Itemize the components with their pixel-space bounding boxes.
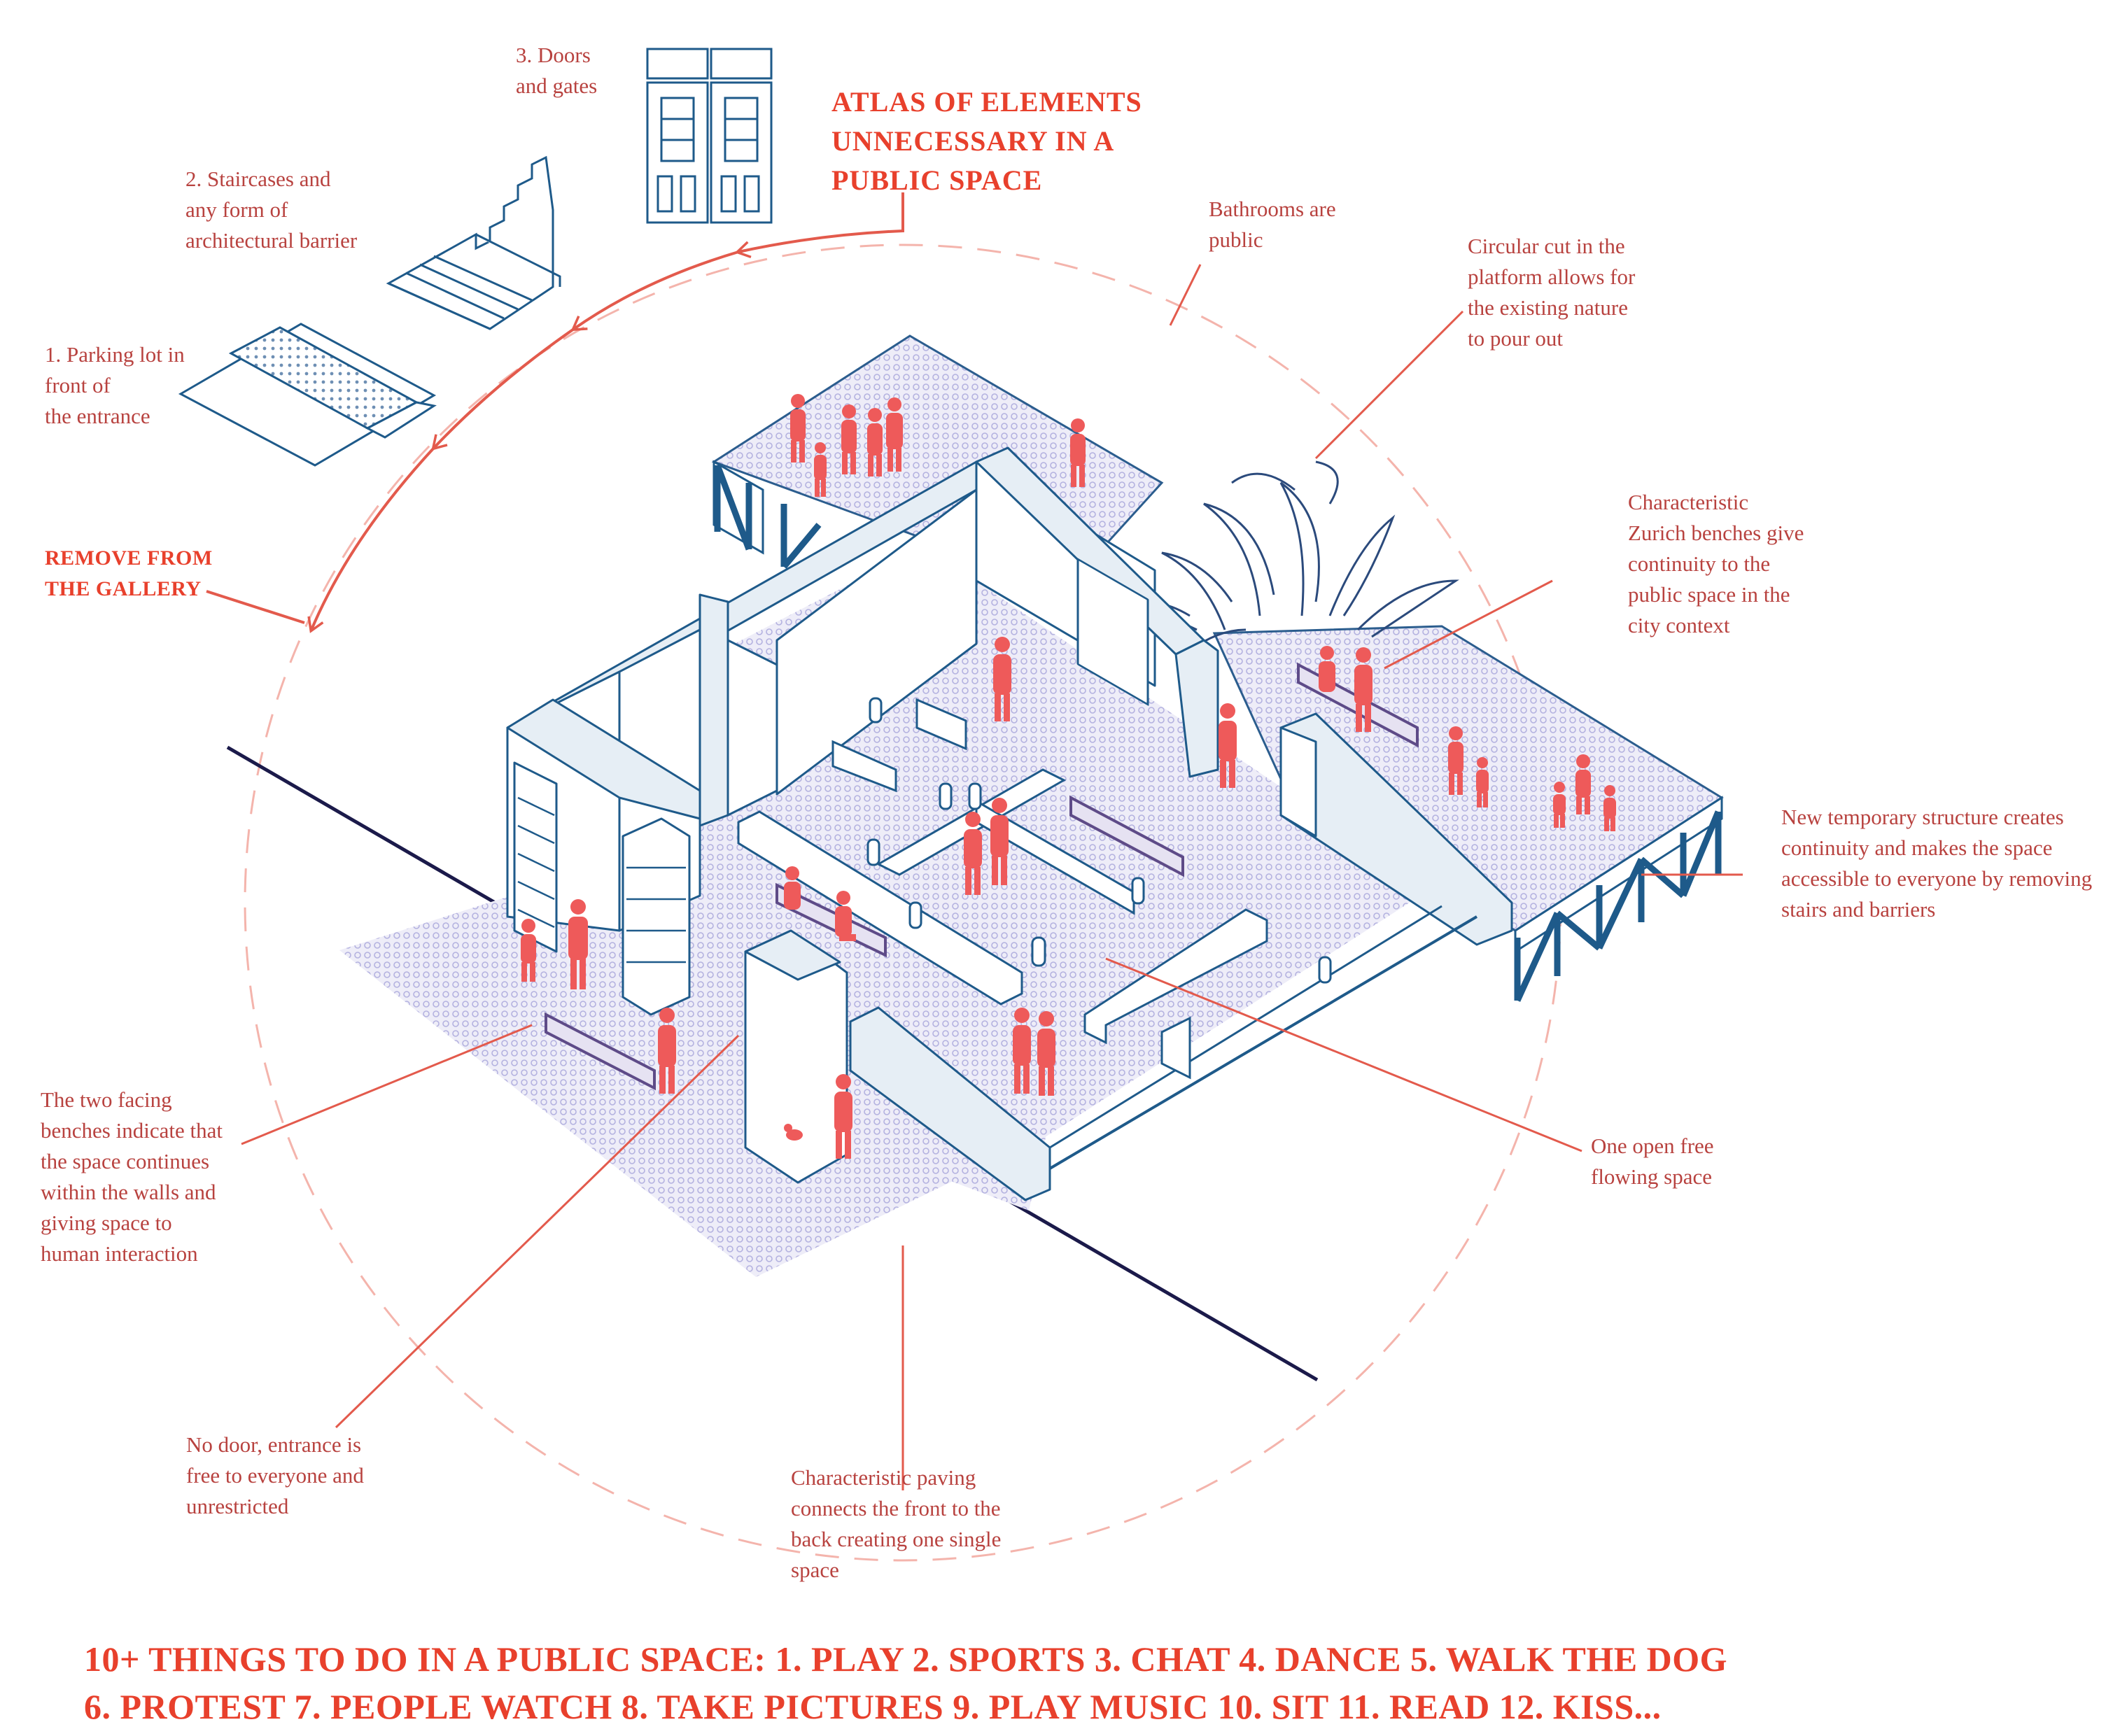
doors-label: 3. Doors and gates <box>516 43 598 98</box>
circular-cut-annotation: Circular cut in the platform allows for … <box>1468 234 1636 351</box>
front-paving-apron <box>339 822 1022 1277</box>
things-to-do-line-1: 10+ THINGS TO DO IN A PUBLIC SPACE: 1. P… <box>84 1639 1727 1679</box>
remove-from-gallery-label: REMOVE FROM THE GALLERY <box>45 546 213 600</box>
staircase-icon <box>386 155 561 330</box>
people-silhouettes <box>521 394 1616 1159</box>
staircase-label: 2. Staircases and any form of architectu… <box>185 167 358 253</box>
temporary-structure-annotation: New temporary structure creates continui… <box>1781 805 2093 922</box>
removal-arrow-arc <box>206 192 904 633</box>
no-door-annotation: No door, entrance is free to everyone an… <box>186 1432 364 1518</box>
doors-icon <box>646 48 773 224</box>
things-to-do-line-2: 6. PROTEST 7. PEOPLE WATCH 8. TAKE PICTU… <box>84 1687 1662 1726</box>
annotation-leader-lines <box>241 264 1743 1490</box>
open-space-annotation: One open free flowing space <box>1591 1134 1714 1189</box>
facing-benches-annotation: The two facing benches indicate that the… <box>41 1087 223 1266</box>
tropical-plants <box>1131 460 1459 652</box>
parking-lot-label: 1. Parking lot in front of the entrance <box>45 342 185 428</box>
bollards <box>866 697 1332 984</box>
bathrooms-annotation: Bathrooms are public <box>1209 197 1336 252</box>
paving-annotation: Characteristic paving connects the front… <box>791 1465 1002 1582</box>
parking-lot-icon <box>178 323 437 467</box>
zurich-benches-annotation: Characteristic Zurich benches give conti… <box>1628 490 1804 637</box>
partition-walls <box>737 698 1268 1080</box>
atlas-title: ATLAS OF ELEMENTS UNNECESSARY IN A PUBLI… <box>831 86 1142 196</box>
gallery-walls <box>506 446 1513 1201</box>
